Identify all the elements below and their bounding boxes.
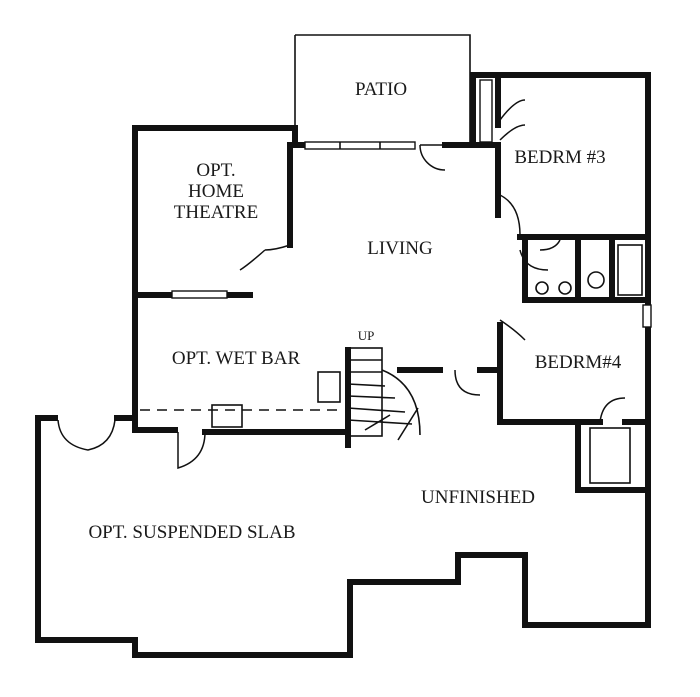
room-label-living: LIVING bbox=[367, 238, 433, 259]
doors bbox=[57, 99, 626, 470]
windows bbox=[171, 79, 652, 328]
stairs bbox=[347, 347, 421, 441]
room-label-patio: PATIO bbox=[355, 79, 407, 100]
room-label-unfinished: UNFINISHED bbox=[421, 487, 535, 508]
room-label-suspended-slab: OPT. SUSPENDED SLAB bbox=[88, 522, 295, 543]
room-label-wet-bar: OPT. WET BAR bbox=[172, 348, 301, 369]
walls bbox=[35, 72, 651, 658]
room-label-home-theatre-3: THEATRE bbox=[174, 202, 258, 223]
room-label-bedroom4: BEDRM#4 bbox=[535, 352, 622, 373]
stair-label: UP bbox=[358, 328, 375, 343]
wet-bar-line bbox=[140, 371, 341, 428]
room-label-home-theatre-2: HOME bbox=[188, 181, 244, 202]
room-label-home-theatre-1: OPT. bbox=[196, 160, 235, 181]
bath-fixtures bbox=[535, 244, 643, 484]
room-label-bedroom3: BEDRM #3 bbox=[514, 147, 605, 168]
